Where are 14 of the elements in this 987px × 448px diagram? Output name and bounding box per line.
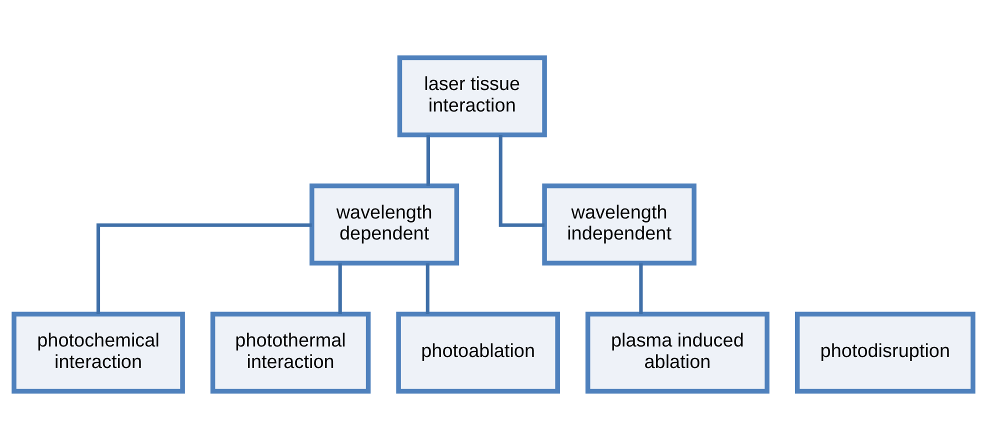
- connector: [498, 134, 544, 226]
- connector: [639, 262, 643, 314]
- node-box: photoablation: [396, 311, 560, 394]
- connector: [426, 134, 430, 186]
- node-box: laser tissue interaction: [397, 54, 547, 137]
- connector: [338, 262, 342, 314]
- connector: [96, 222, 312, 314]
- node-box: wavelength dependent: [310, 183, 460, 265]
- node-box: photochemical interaction: [12, 311, 185, 394]
- node-box: photothermal interaction: [210, 311, 371, 394]
- node-box: wavelength independent: [542, 183, 696, 265]
- node-box: plasma induced ablation: [585, 311, 770, 394]
- connector: [426, 262, 430, 314]
- node-box: photodisruption: [794, 311, 976, 394]
